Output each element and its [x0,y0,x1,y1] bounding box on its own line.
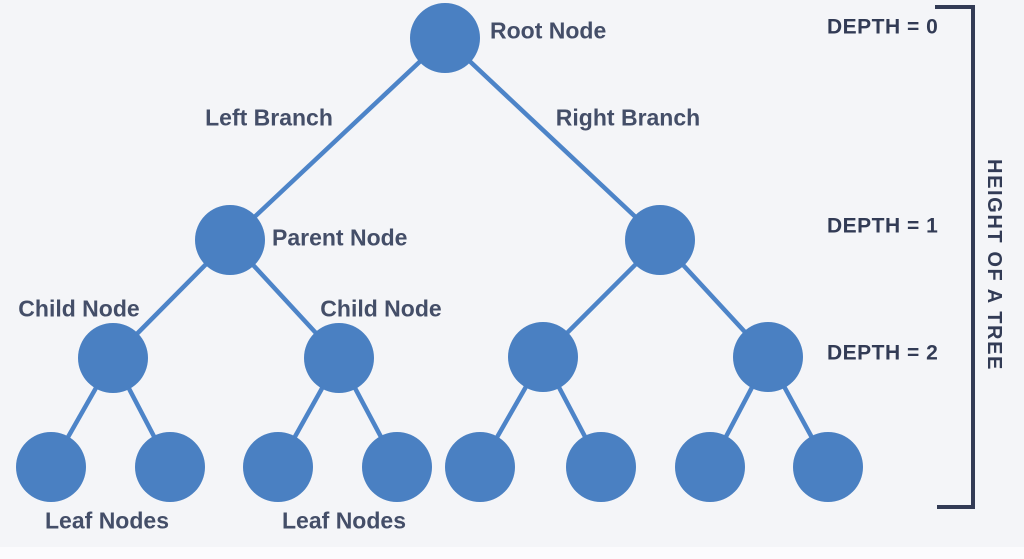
bottom-strip [0,547,1024,559]
leaf-nodes-right-label: Leaf Nodes [282,507,406,534]
right-branch-label: Right Branch [555,104,701,131]
node-leaf-7 [675,432,745,502]
height-of-tree-label: HEIGHT OF A TREE [983,159,1005,371]
node-leaf-3 [243,432,313,502]
node-child-1 [78,323,148,393]
node-child-3 [508,322,578,392]
root-node-label: Root Node [490,17,607,44]
edge-root-parent-left [228,36,447,242]
child-node-left-label: Child Node [18,295,140,322]
node-child-2 [304,323,374,393]
node-root [410,3,480,73]
leaf-nodes-left-label: Leaf Nodes [45,507,169,534]
depth-2-label: DEPTH = 2 [827,341,939,365]
depth-1-label: DEPTH = 1 [827,214,939,238]
left-branch-label: Left Branch [205,104,333,131]
node-leaf-5 [445,432,515,502]
node-child-4 [733,322,803,392]
height-bracket [935,5,975,509]
child-node-right-label: Child Node [320,295,442,322]
parent-node-label: Parent Node [272,224,408,251]
node-parent-right [625,205,695,275]
node-leaf-8 [793,432,863,502]
depth-0-label: DEPTH = 0 [827,15,939,39]
node-leaf-2 [135,432,205,502]
node-leaf-1 [16,432,86,502]
node-leaf-4 [362,432,432,502]
node-leaf-6 [566,432,636,502]
node-parent-left [195,205,265,275]
edge-root-parent-right [443,36,662,242]
